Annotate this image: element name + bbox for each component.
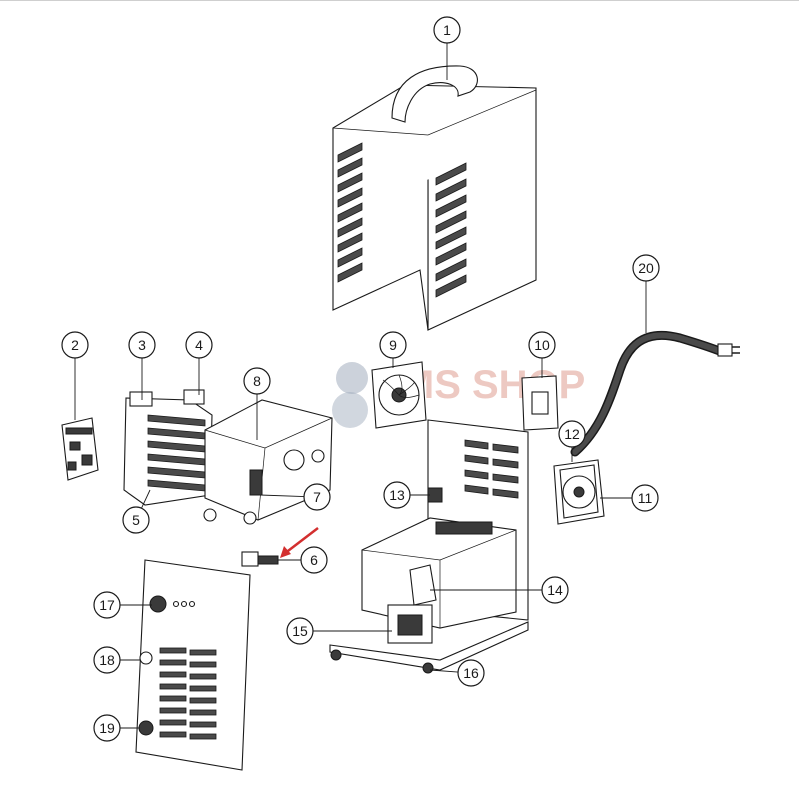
callout-circle: [128, 331, 156, 359]
callout-number: 5: [132, 512, 140, 528]
callout-circle: [243, 367, 271, 395]
callout-number: 9: [389, 337, 397, 353]
highlight-arrow: [280, 527, 319, 558]
callout-11: 11: [600, 484, 659, 512]
part-fan: [371, 361, 427, 429]
callout-number: 12: [564, 426, 580, 442]
part-bracket: [521, 375, 559, 431]
callout-circle: [185, 331, 213, 359]
callout-number: 18: [99, 652, 115, 668]
callout-number: 1: [443, 22, 451, 38]
callout-circle: [303, 483, 331, 511]
chassis-vents: [464, 439, 519, 499]
callout-circle: [528, 331, 556, 359]
callout-number: 17: [99, 597, 115, 613]
callout-circle: [383, 481, 411, 509]
callout-5: 5: [122, 489, 151, 534]
callout-number: 13: [389, 487, 405, 503]
callout-circle: [93, 714, 121, 742]
callout-6: 6: [278, 546, 328, 574]
callout-circle: [558, 420, 586, 448]
callout-18: 18: [93, 646, 140, 674]
part-power-cable: [570, 330, 740, 457]
callout-2: 2: [61, 331, 89, 420]
callout-number: 20: [638, 260, 654, 276]
part-chassis: [329, 419, 529, 674]
callout-10: 10: [528, 331, 556, 378]
callout-number: 2: [71, 337, 79, 353]
callout-19: 19: [93, 714, 139, 742]
callout-20: 20: [632, 254, 660, 333]
callout-number: 11: [638, 490, 653, 506]
callout-circle: [457, 659, 485, 687]
callout-number: 14: [547, 582, 563, 598]
part-power-module: [203, 399, 333, 525]
callout-circle: [300, 546, 328, 574]
part-control-board: [61, 417, 99, 481]
callout-16: 16: [429, 659, 485, 687]
callout-circle: [93, 646, 121, 674]
callout-circle: [122, 506, 150, 534]
top-cover-right-vents: [435, 162, 467, 298]
callout-12: 12: [558, 420, 586, 462]
callout-number: 8: [253, 373, 261, 389]
callout-15: 15: [286, 617, 392, 645]
callout-8: 8: [243, 367, 271, 440]
front-panel-vents: [159, 647, 217, 740]
part-front-panel: [135, 559, 251, 771]
callout-4: 4: [185, 331, 213, 395]
part-connector: [241, 551, 279, 567]
callout-number: 4: [195, 337, 203, 353]
callout-number: 6: [310, 552, 318, 568]
top-cover-left-vents: [337, 142, 363, 283]
callout-number: 19: [99, 720, 115, 736]
callout-circle: [379, 331, 407, 359]
callout-leader-line: [259, 494, 305, 497]
part-heatsink-assembly: [123, 389, 213, 506]
callout-9: 9: [379, 331, 407, 368]
callout-number: 3: [138, 337, 146, 353]
callout-14: 14: [430, 576, 569, 604]
callout-1: 1: [433, 16, 461, 80]
callout-7: 7: [259, 483, 331, 511]
part-fan-rear: [553, 459, 605, 525]
callout-number: 16: [463, 665, 479, 681]
callout-circle: [286, 617, 314, 645]
callout-number: 15: [292, 623, 308, 639]
callout-number: 10: [534, 337, 550, 353]
callout-circle: [433, 16, 461, 44]
callout-number: 7: [313, 489, 321, 505]
callout-17: 17: [93, 591, 152, 619]
callout-circle: [93, 591, 121, 619]
callout-circle: [631, 484, 659, 512]
callout-circle: [541, 576, 569, 604]
callout-leader-line: [141, 489, 151, 509]
callout-leader-line: [429, 669, 459, 673]
callout-3: 3: [128, 331, 156, 400]
callout-circle: [61, 331, 89, 359]
callout-circle: [632, 254, 660, 282]
callout-13: 13: [383, 481, 430, 509]
part-top-cover: [332, 65, 537, 331]
